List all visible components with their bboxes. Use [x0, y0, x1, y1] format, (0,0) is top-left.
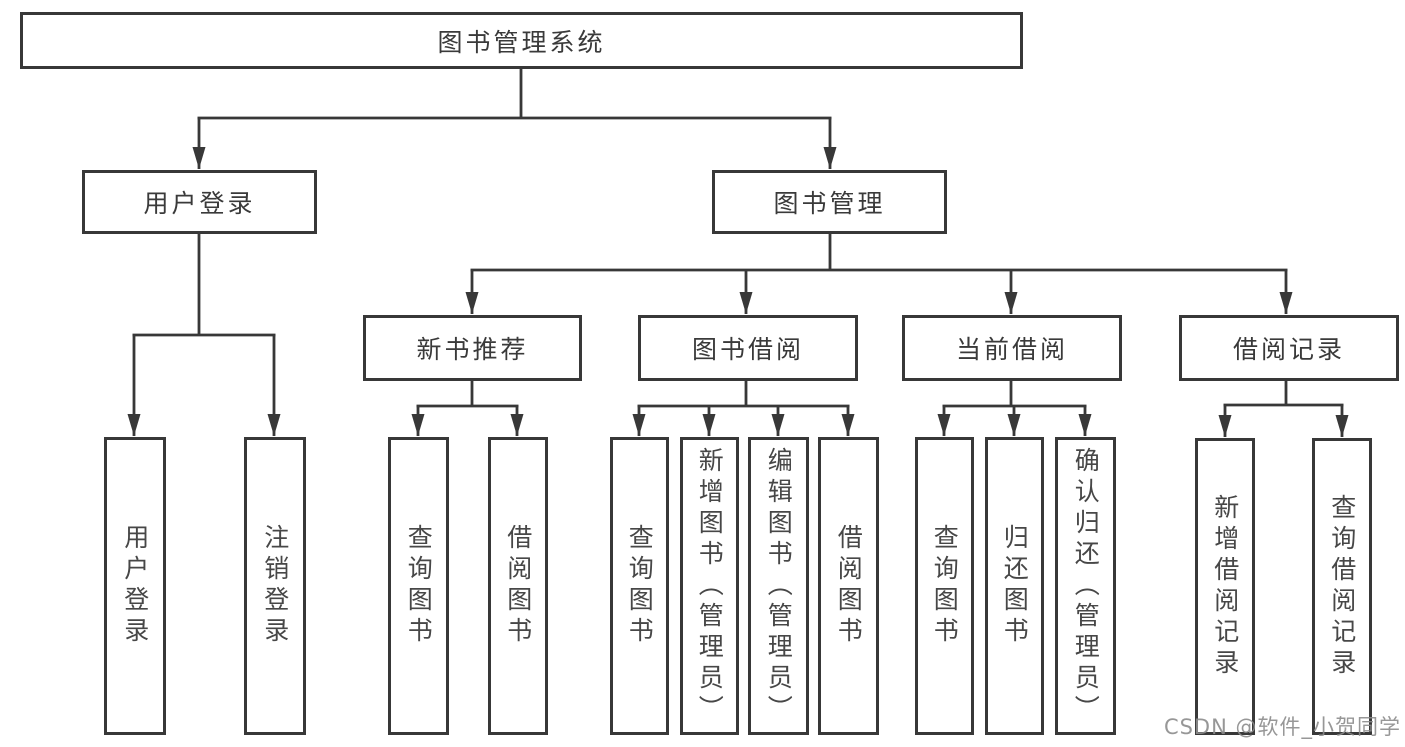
leaf-query-books-current-label: 查询图书 [930, 524, 960, 648]
leaf-borrow-books-recommend-label: 借阅图书 [503, 524, 533, 648]
leaf-add-book-admin-label: 新增图书（管理员） [695, 446, 725, 726]
node-user-login-label: 用户登录 [143, 189, 256, 218]
leaf-return-books: 归还图书 [985, 437, 1044, 735]
leaf-query-books-recommend: 查询图书 [388, 437, 449, 735]
node-book-borrow: 图书借阅 [638, 315, 858, 381]
node-root-label: 图书管理系统 [437, 27, 606, 57]
leaf-logout-label: 注销登录 [260, 524, 290, 648]
node-borrow-records-label: 借阅记录 [1232, 335, 1345, 364]
leaf-edit-book-admin-label: 编辑图书（管理员） [764, 446, 794, 726]
node-root: 图书管理系统 [20, 12, 1023, 69]
leaf-logout: 注销登录 [244, 437, 306, 735]
node-book-borrow-label: 图书借阅 [691, 335, 804, 364]
connector-book-mgmt-to-level3 [465, 233, 1293, 314]
leaf-confirm-return-admin-label: 确认归还（管理员） [1071, 446, 1101, 726]
node-new-book-recommend: 新书推荐 [363, 315, 582, 381]
leaf-borrow-books-borrow: 借阅图书 [818, 437, 879, 735]
leaf-return-books-label: 归还图书 [1000, 524, 1030, 648]
leaf-confirm-return-admin: 确认归还（管理员） [1055, 437, 1116, 735]
leaf-edit-book-admin: 编辑图书（管理员） [748, 437, 809, 735]
connector-borrow-records-group [1218, 381, 1349, 437]
leaf-query-borrow-record-label: 查询借阅记录 [1327, 493, 1357, 680]
leaf-borrow-books-borrow-label: 借阅图书 [834, 524, 864, 648]
node-new-book-recommend-label: 新书推荐 [416, 335, 529, 364]
node-borrow-records: 借阅记录 [1179, 315, 1399, 381]
node-user-login: 用户登录 [82, 170, 317, 234]
leaf-query-books-borrow: 查询图书 [610, 437, 669, 735]
connector-user-login-branch [127, 233, 281, 436]
leaf-add-book-admin: 新增图书（管理员） [680, 437, 739, 735]
connector-root-to-level2 [192, 68, 837, 169]
leaf-user-login-label: 用户登录 [120, 524, 150, 648]
watermark: CSDN @软件_小贺同学 [1163, 715, 1401, 739]
connector-new-book-group [411, 381, 524, 436]
leaf-query-borrow-record: 查询借阅记录 [1312, 438, 1372, 735]
connector-current-borrow-group [937, 381, 1092, 436]
node-current-borrow-label: 当前借阅 [955, 335, 1068, 364]
node-book-management-label: 图书管理 [773, 189, 886, 218]
leaf-add-borrow-record: 新增借阅记录 [1195, 438, 1255, 735]
leaf-query-books-current: 查询图书 [915, 437, 974, 735]
leaf-query-books-recommend-label: 查询图书 [404, 524, 434, 648]
leaf-borrow-books-recommend: 借阅图书 [488, 437, 548, 735]
node-book-management: 图书管理 [712, 170, 947, 234]
node-current-borrow: 当前借阅 [902, 315, 1122, 381]
leaf-add-borrow-record-label: 新增借阅记录 [1210, 493, 1240, 680]
connector-book-borrow-group [632, 381, 855, 436]
leaf-user-login: 用户登录 [104, 437, 166, 735]
leaf-query-books-borrow-label: 查询图书 [625, 524, 655, 648]
